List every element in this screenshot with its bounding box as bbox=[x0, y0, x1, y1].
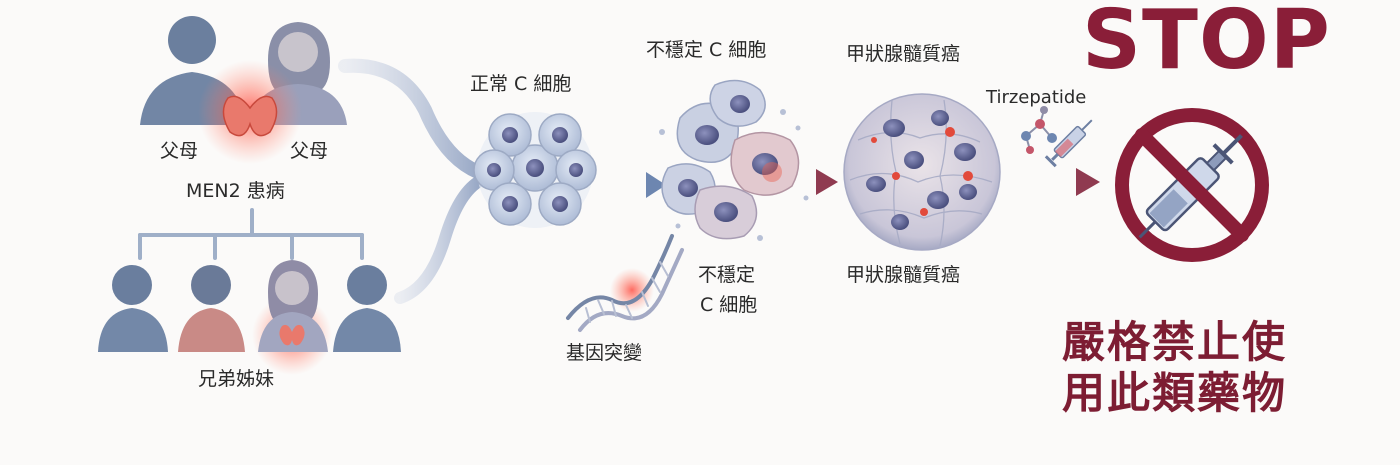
label-unstable-c-cell-bottom-2: C 細胞 bbox=[700, 294, 758, 316]
label-parents-right: 父母 bbox=[290, 140, 329, 162]
normal-c-cells bbox=[473, 112, 597, 228]
syringe-icon bbox=[1044, 119, 1093, 168]
sibling-2 bbox=[178, 265, 245, 352]
prohibited-sign-icon bbox=[1115, 108, 1269, 262]
warning-line-1: 嚴格禁止使 bbox=[1062, 318, 1287, 368]
stop-heading: STOP bbox=[1082, 0, 1331, 88]
warning-line-2: 用此類藥物 bbox=[1062, 368, 1287, 419]
dna-helix-icon bbox=[566, 234, 684, 332]
heredity-flow bbox=[338, 58, 485, 304]
molecule-icon bbox=[1021, 106, 1057, 154]
arrow-to-mtc bbox=[793, 169, 838, 195]
sibling-1 bbox=[98, 265, 168, 352]
label-gene-mutation: 基因突變 bbox=[566, 342, 643, 364]
syringe-large-icon bbox=[1138, 134, 1243, 239]
dna-glow bbox=[610, 268, 654, 312]
unstable-c-cells bbox=[659, 79, 809, 241]
label-unstable-c-cell-bottom-1: 不穩定 bbox=[698, 264, 756, 286]
label-drug-name: Tirzepatide bbox=[986, 87, 1087, 108]
mtc-tumor bbox=[843, 93, 1001, 251]
label-unstable-c-cell-top: 不穩定 C 細胞 bbox=[646, 39, 767, 61]
label-mtc-bottom: 甲狀腺髓質癌 bbox=[846, 264, 961, 286]
label-normal-c-cell: 正常 C 細胞 bbox=[470, 73, 572, 95]
warning-text: 嚴格禁止使 用此類藥物 bbox=[1062, 318, 1322, 419]
sibling-4 bbox=[333, 265, 401, 352]
thyroid-icon bbox=[222, 95, 278, 137]
family-tree-lines bbox=[138, 208, 364, 260]
label-siblings: 兄弟姊妹 bbox=[198, 368, 275, 390]
arrow-to-unstable bbox=[593, 172, 666, 198]
arrow-to-stop bbox=[1005, 168, 1100, 196]
label-mtc-top: 甲狀腺髓質癌 bbox=[846, 43, 961, 65]
label-parents-left: 父母 bbox=[160, 140, 199, 162]
label-men2-patient: MEN2 患病 bbox=[186, 180, 285, 202]
sibling-3 bbox=[258, 260, 328, 352]
